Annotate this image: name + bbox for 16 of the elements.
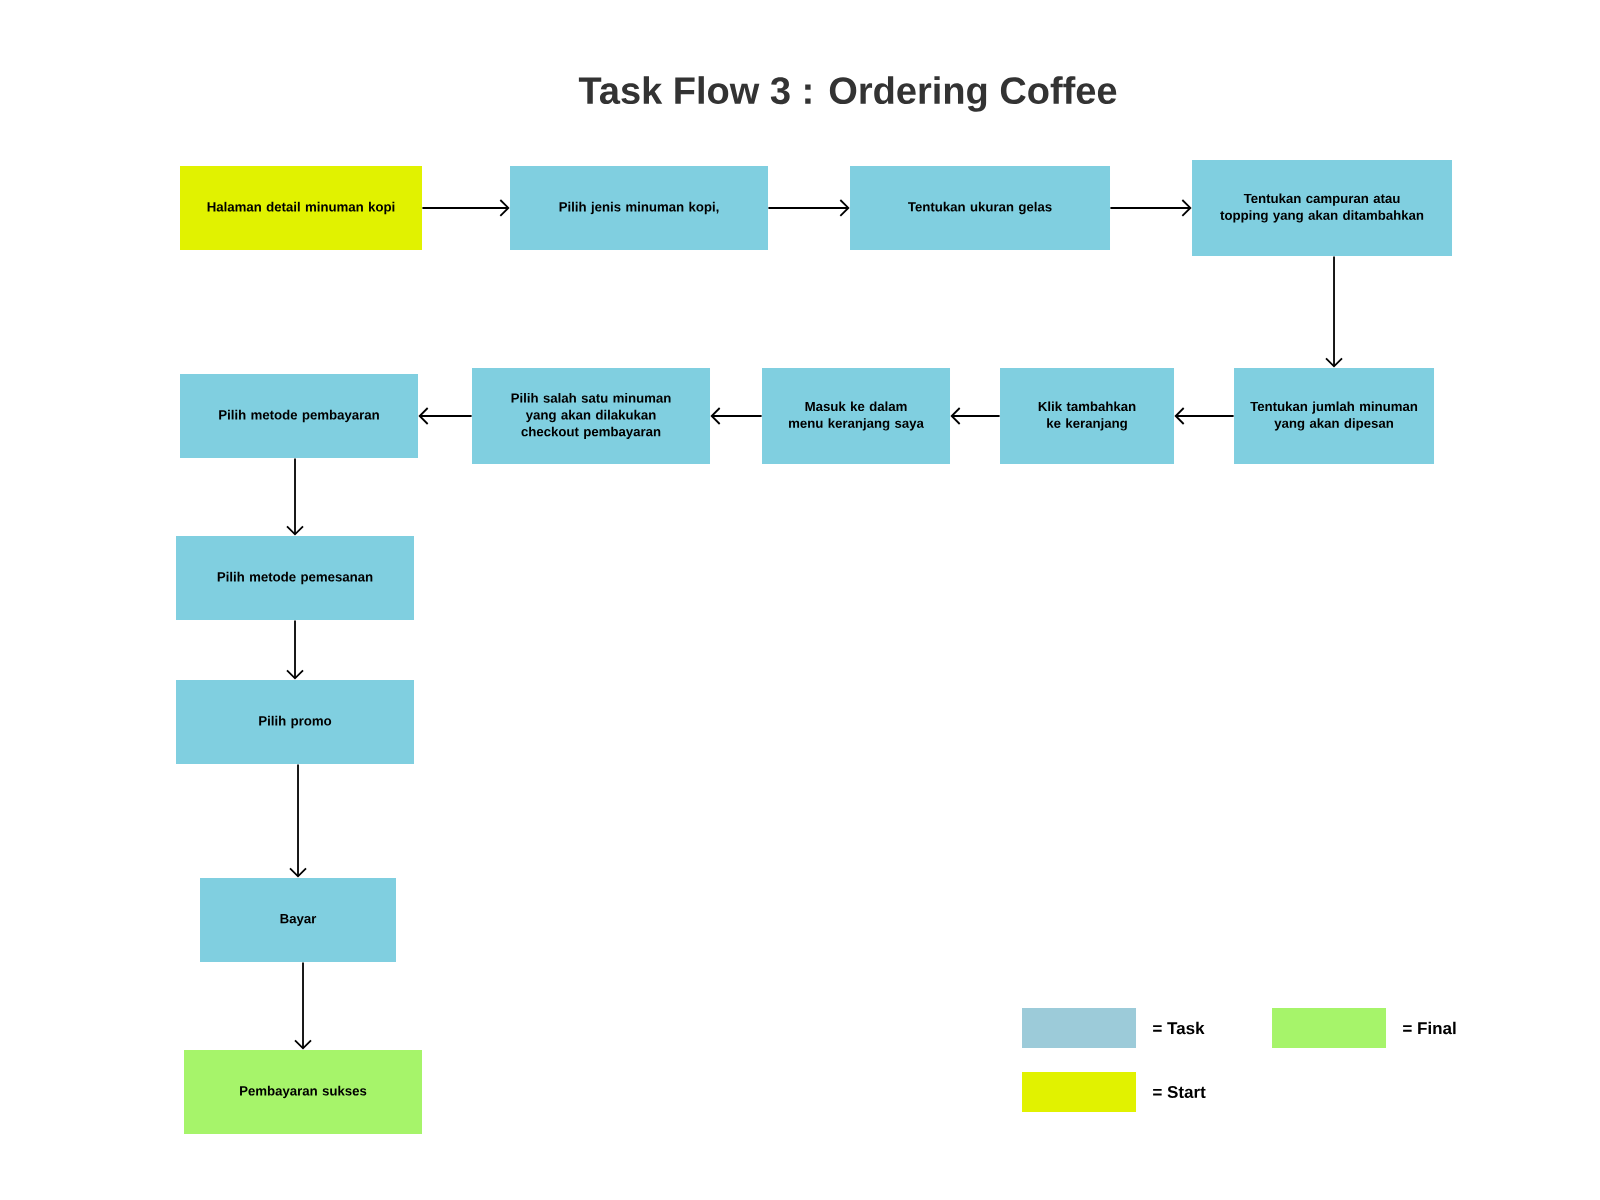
arrow — [294, 961, 312, 1050]
arrow — [289, 763, 307, 878]
arrow — [286, 619, 304, 680]
arrow — [418, 407, 473, 425]
legend-label: = Start — [1153, 1086, 1206, 1098]
arrow — [710, 407, 763, 425]
arrow — [1174, 407, 1235, 425]
arrow — [950, 407, 1001, 425]
legend-label: = Task — [1153, 1021, 1205, 1035]
title: Task Flow 3 : Ordering Coffee — [578, 76, 1117, 112]
arrow — [1109, 199, 1192, 217]
arrow — [1325, 255, 1343, 368]
arrow — [286, 457, 304, 536]
legend-label: = Final — [1403, 1021, 1456, 1035]
arrow — [421, 199, 510, 217]
arrow — [767, 199, 850, 217]
